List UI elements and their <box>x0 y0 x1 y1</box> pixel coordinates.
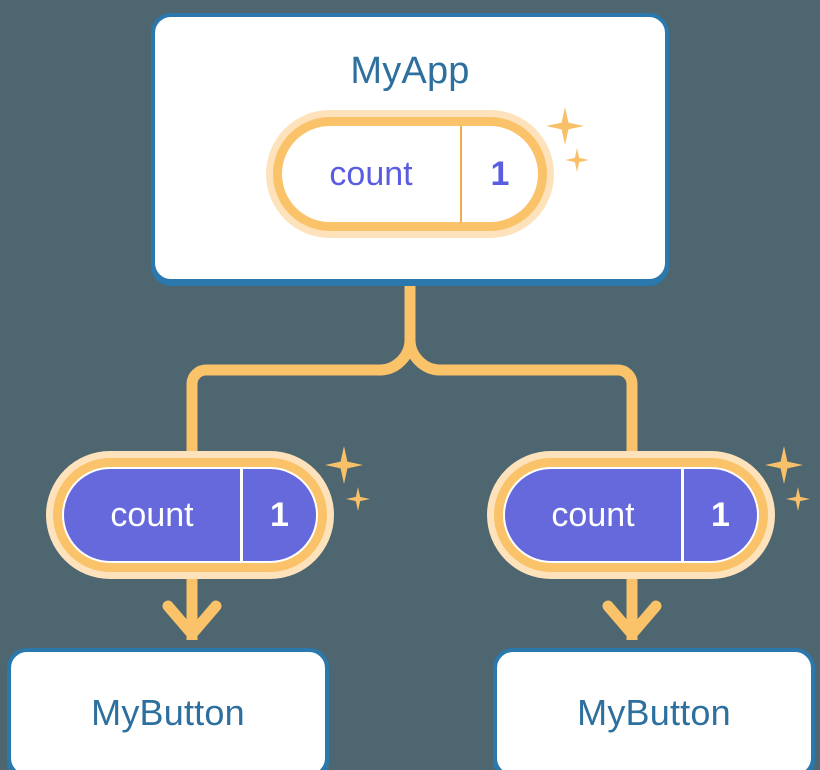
pill-body: count 1 <box>282 126 538 222</box>
myapp-state-pill: count 1 <box>266 110 554 238</box>
mybutton-label: MyButton <box>91 692 245 733</box>
wire-branch-right <box>404 339 638 462</box>
state-key-label: count <box>329 155 413 193</box>
state-key-label: count <box>110 496 194 534</box>
mybutton-card-right: MyButton <box>493 648 815 770</box>
arrowhead-right <box>602 600 662 640</box>
sparkle-icon <box>786 487 810 511</box>
state-value-label: 1 <box>681 469 757 561</box>
child-state-pill-left: count 1 <box>46 451 334 579</box>
state-key-label: count <box>551 496 635 534</box>
mybutton-card-left: MyButton <box>7 648 329 770</box>
wire-branch-left <box>186 339 416 462</box>
pill-body: count 1 <box>503 467 759 563</box>
sparkle-icon <box>346 487 370 511</box>
arrowhead-left <box>162 600 222 640</box>
myapp-title: MyApp <box>350 50 470 92</box>
pill-body: count 1 <box>62 467 318 563</box>
state-value-label: 1 <box>460 126 538 222</box>
mybutton-label: MyButton <box>577 692 731 733</box>
state-value-label: 1 <box>240 469 316 561</box>
child-state-pill-right: count 1 <box>487 451 775 579</box>
